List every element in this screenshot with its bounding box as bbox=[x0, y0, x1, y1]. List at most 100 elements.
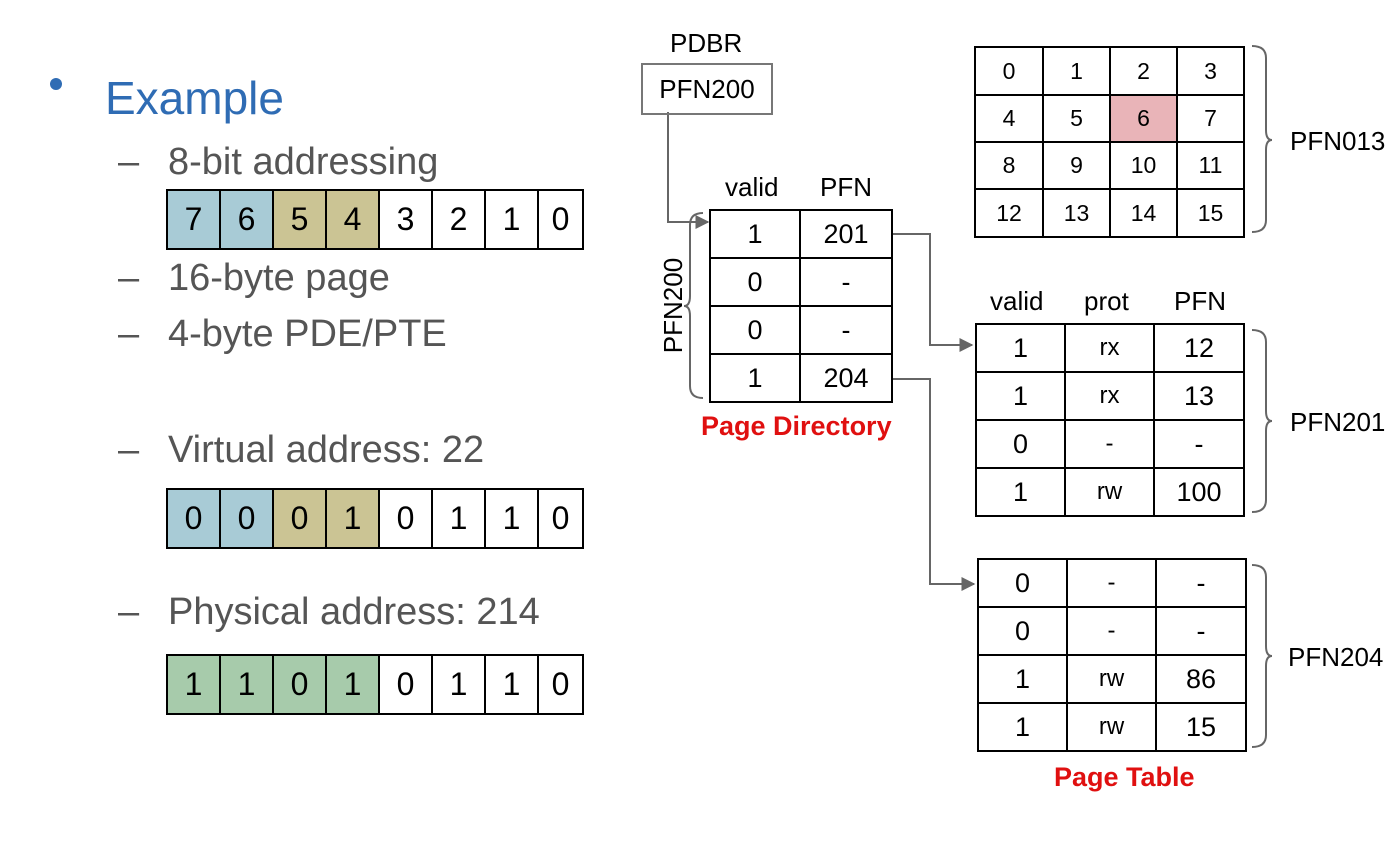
pfn200-bracket bbox=[683, 212, 704, 399]
byte-cell: 12 bbox=[974, 188, 1044, 238]
pt-cell: rx bbox=[1064, 371, 1155, 421]
pfn204-bracket bbox=[1251, 564, 1273, 748]
pt-cell: 1 bbox=[977, 702, 1068, 752]
pdbr-box: PFN200 bbox=[641, 63, 773, 115]
bit-cell: 1 bbox=[486, 490, 539, 547]
pd-cell: 201 bbox=[799, 209, 893, 259]
item-physical-address: –Physical address: 214 bbox=[118, 591, 540, 633]
pt-cell: 1 bbox=[975, 323, 1066, 373]
bit-cell: 0 bbox=[551, 666, 570, 702]
pt-cell: 1 bbox=[975, 371, 1066, 421]
pde-204-arrow bbox=[892, 378, 976, 591]
item-entry-size: –4-byte PDE/PTE bbox=[118, 313, 447, 355]
bit-cell: 1 bbox=[433, 490, 486, 547]
bit-cell: 1 bbox=[486, 191, 539, 248]
item-addressing: –8-bit addressing bbox=[118, 141, 439, 183]
bit-cell: 2 bbox=[433, 191, 486, 248]
pfn013-bracket bbox=[1251, 45, 1273, 233]
table-row: 8 9 10 11 bbox=[974, 141, 1245, 190]
pt-cell: 12 bbox=[1153, 323, 1245, 373]
byte-cell: 15 bbox=[1176, 188, 1245, 238]
bit-cell: 0 bbox=[168, 490, 221, 547]
pt-cell: - bbox=[1155, 606, 1247, 656]
table-row: 0-- bbox=[977, 558, 1247, 608]
pfn204-label: PFN204 bbox=[1288, 642, 1384, 672]
item-addressing-text: 8-bit addressing bbox=[168, 141, 439, 183]
pt-header-prot: prot bbox=[1084, 286, 1129, 316]
slide-title: Example bbox=[105, 72, 284, 124]
table-row: 0-- bbox=[975, 419, 1245, 469]
bit-cell: 4 bbox=[327, 191, 380, 248]
table-row: 0-- bbox=[977, 606, 1247, 656]
bit-cell: 1 bbox=[327, 490, 380, 547]
table-row: 4 5 6 7 bbox=[974, 94, 1245, 143]
bit-cell: 1 bbox=[433, 656, 486, 713]
page-directory-caption: Page Directory bbox=[701, 411, 892, 441]
pt-cell: 13 bbox=[1153, 371, 1245, 421]
bit-cell: 1 bbox=[327, 656, 380, 713]
bit-cell: 1 bbox=[168, 656, 221, 713]
pd-header-pfn: PFN bbox=[820, 172, 872, 202]
item-page-size-text: 16-byte page bbox=[168, 257, 390, 299]
pdbr-label: PDBR bbox=[670, 28, 743, 58]
item-page-size: –16-byte page bbox=[118, 257, 390, 299]
bit-cell: 3 bbox=[380, 191, 433, 248]
pt-cell: rw bbox=[1064, 467, 1155, 517]
bit-cell: 0 bbox=[380, 656, 433, 713]
bit-cell: 0 bbox=[551, 500, 570, 536]
bullet-icon bbox=[50, 78, 62, 90]
pt-cell: 100 bbox=[1153, 467, 1245, 517]
bit-cell: 0 bbox=[380, 490, 433, 547]
table-row: 0- bbox=[709, 257, 893, 307]
pd-cell: 0 bbox=[709, 305, 801, 355]
bit-cell: 7 bbox=[168, 191, 221, 248]
item-physical-address-text: Physical address: 214 bbox=[168, 591, 540, 633]
bit-cell: 0 bbox=[274, 656, 327, 713]
pd-cell: - bbox=[799, 305, 893, 355]
pt-cell: 1 bbox=[975, 467, 1066, 517]
byte-cell: 8 bbox=[974, 141, 1044, 190]
bit-cell: 5 bbox=[274, 191, 327, 248]
byte-cell: 0 bbox=[974, 46, 1044, 96]
pt-cell: 15 bbox=[1155, 702, 1247, 752]
item-entry-size-text: 4-byte PDE/PTE bbox=[168, 313, 447, 355]
pfn013-table: 0 1 2 3 4 5 6 7 8 9 10 11 12 13 14 15 bbox=[974, 46, 1245, 238]
pfn201-bracket bbox=[1251, 329, 1273, 513]
pt-cell: - bbox=[1066, 558, 1157, 608]
table-row: 12 13 14 15 bbox=[974, 188, 1245, 238]
pd-header-valid: valid bbox=[725, 172, 779, 202]
byte-cell: 1 bbox=[1042, 46, 1111, 96]
bit-cell: 1 bbox=[486, 656, 539, 713]
byte-cell: 10 bbox=[1109, 141, 1178, 190]
pfn013-label: PFN013 bbox=[1290, 126, 1386, 156]
bit-cell: 6 bbox=[221, 191, 274, 248]
byte-cell: 9 bbox=[1042, 141, 1111, 190]
pt-cell: rx bbox=[1064, 323, 1155, 373]
pd-cell: 0 bbox=[709, 257, 801, 307]
page-table-caption: Page Table bbox=[1054, 762, 1195, 792]
pde-201-arrow bbox=[892, 233, 974, 352]
byte-cell: 13 bbox=[1042, 188, 1111, 238]
bit-cell: 0 bbox=[221, 490, 274, 547]
byte-cell: 4 bbox=[974, 94, 1044, 143]
pfn201-label: PFN201 bbox=[1290, 407, 1386, 437]
pt-cell: - bbox=[1153, 419, 1245, 469]
pt-cell: - bbox=[1066, 606, 1157, 656]
physical-address-bits: 1 1 0 1 0 1 1 0 bbox=[166, 654, 584, 715]
pd-side-label: PFN200 bbox=[658, 257, 689, 354]
pt-cell: 1 bbox=[977, 654, 1068, 704]
byte-cell-highlighted: 6 bbox=[1109, 94, 1178, 143]
pt-cell: 0 bbox=[977, 606, 1068, 656]
bit-position-row: 7 6 5 4 3 2 1 0 bbox=[166, 189, 584, 250]
pd-cell: 1 bbox=[709, 209, 801, 259]
byte-cell: 7 bbox=[1176, 94, 1245, 143]
pt-cell: rw bbox=[1066, 654, 1157, 704]
bit-cell: 0 bbox=[551, 201, 570, 237]
